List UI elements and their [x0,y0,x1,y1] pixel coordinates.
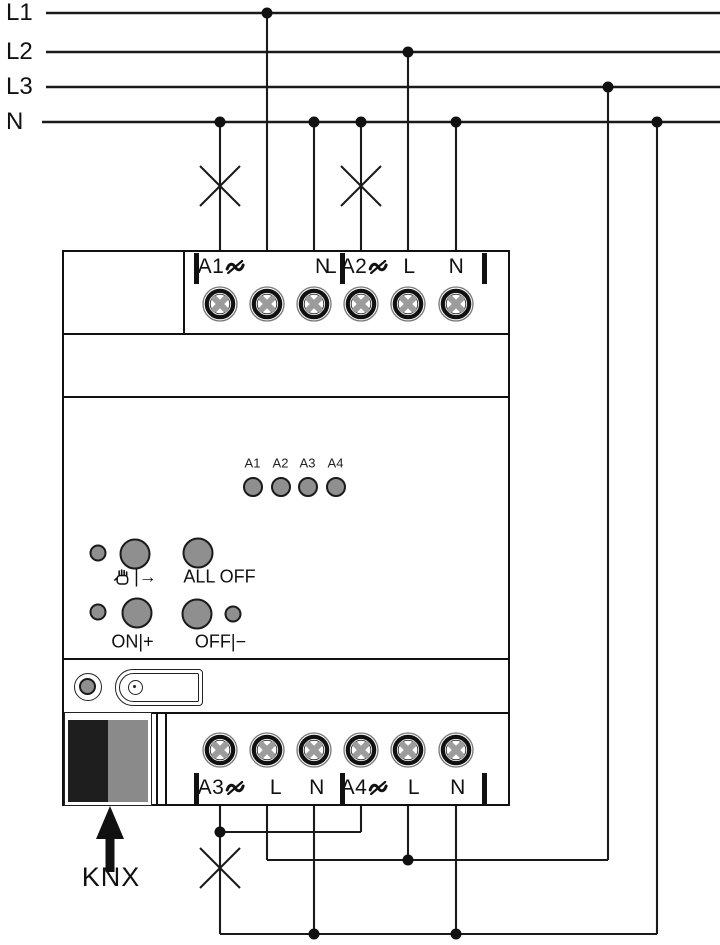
terminal-text: A2 [340,254,368,278]
bottom-terminal-box-edge [164,711,167,806]
terminal-label-l: L [270,776,282,800]
on-led [89,603,106,620]
actuator-device: A1 L N A2 L N [62,250,510,806]
dimmer-icon [368,780,388,796]
terminal-label-n: N [309,776,325,800]
screw-terminal [295,286,332,322]
lamp-icon [199,165,382,889]
status-led-a3 [297,476,318,497]
status-led-a4 [325,476,346,497]
programming-button-cap [79,678,96,695]
terminal-separator-bar [193,772,199,804]
knx-label: KNX [81,862,141,892]
led-label-a4: A4 [327,455,344,470]
on-plus-button[interactable] [121,597,152,628]
screw-terminal [389,731,426,768]
screw-terminal [342,731,379,768]
off-minus-label: OFF|− [194,631,247,651]
divider-upper-band [64,395,508,398]
knx-arrow-icon [96,806,124,872]
terminal-text: A3 [197,776,225,799]
off-led [224,605,241,622]
terminal-text: L [403,254,416,278]
terminal-text: L [324,254,338,278]
manual-mode-led [89,544,106,561]
led-label-a3: A3 [299,455,316,470]
terminal-label-a2: A2 [341,255,389,279]
terminal-label-a3: A3 [198,776,246,800]
led-label-a2: A2 [272,455,289,470]
screw-terminal [342,286,379,322]
terminal-text: N [315,254,331,278]
programming-led [127,679,143,695]
terminal-text: N [309,776,325,799]
knx-bus-connector [64,711,152,806]
bus-label-l1: L1 [6,0,33,26]
terminal-text: N [450,776,466,799]
screw-terminal [248,286,285,322]
terminal-separator-bar [481,253,487,284]
screw-terminal [201,286,238,322]
address-label-inner-outline [118,672,199,702]
terminal-label-l: L [408,776,420,800]
terminal-label-a1: A1 [198,255,246,279]
all-off-button[interactable] [182,537,213,568]
hand-icon [113,569,128,585]
divider-top-terminal-section [64,332,508,335]
terminal-text: A4 [340,776,368,799]
screw-terminal [389,286,426,322]
manual-mode-text: |→ [134,566,157,586]
screw-terminal [295,731,332,768]
junction-dots [214,7,663,940]
dimmer-icon [225,259,245,274]
dimmer-icon [225,780,245,796]
bus-lines [42,11,720,124]
terminal-label-l: L [403,255,415,279]
knx-section-edge [156,711,158,806]
terminal-separator-bar [339,772,345,804]
divider-program-section [64,657,508,660]
terminal-text: L [269,776,283,799]
terminal-label-n: N [450,776,466,800]
terminal-text: L [407,776,421,799]
terminal-separator-bar [481,772,487,804]
top-terminal-box-edge [182,252,185,333]
status-led-a1 [242,476,263,497]
on-plus-label: ON|+ [111,631,154,651]
terminal-text: A1 [197,254,225,278]
terminal-label-n: N [449,255,465,279]
knx-connector-plus-clamp [108,719,148,802]
screw-terminal [437,286,474,322]
status-led-a2 [270,476,291,497]
terminal-label-a4: A4 [341,776,389,800]
bus-label-n: N [6,108,24,135]
knx-connector-minus-clamp [68,719,108,802]
manual-mode-label: |→ [112,566,157,587]
manual-mode-button[interactable] [119,538,150,569]
all-off-label: ALL OFF [183,566,256,586]
address-label-holder [114,668,203,706]
led-label-a1: A1 [244,455,261,470]
dimmer-icon [368,259,388,274]
screw-terminal [248,731,285,768]
bus-label-l3: L3 [6,73,33,100]
terminal-label-l: L [325,255,337,279]
off-minus-button[interactable] [181,598,212,629]
terminal-separator-bar [193,253,199,284]
terminal-text: N [448,254,465,278]
programming-button[interactable] [73,672,102,701]
terminal-separator-bar [339,253,345,284]
bus-label-l2: L2 [6,38,33,65]
terminal-label-n: N [315,255,331,279]
divider-bottom-terminal-section [64,711,508,714]
screw-terminal [437,731,474,768]
screw-terminal [201,731,238,768]
